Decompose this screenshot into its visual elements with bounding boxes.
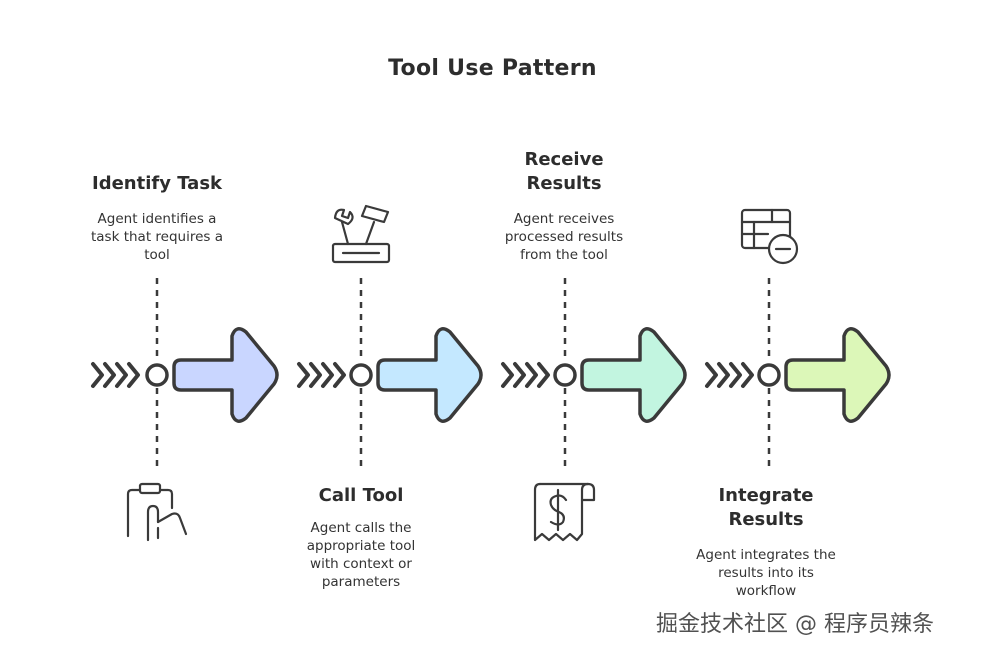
step-1-chevrons: [91, 362, 140, 388]
step-1-node: [145, 363, 169, 387]
watermark-text: 掘金技术社区 @ 程序员辣条: [656, 612, 934, 637]
step-1-heading: Identify Task: [92, 173, 222, 194]
step-2-node: [349, 363, 373, 387]
step-3-arrow: [580, 327, 687, 423]
table-minus-icon: [740, 208, 799, 265]
step-4-description: Agent integrates the results into its wo…: [696, 547, 836, 599]
step-2-chevrons: [297, 362, 346, 388]
step-1-description: Agent identifies a task that requires a …: [90, 211, 223, 263]
step-4-heading: Integrate Results: [718, 485, 814, 530]
step-2-heading: Call Tool: [318, 485, 404, 506]
step-3-heading: Receive Results: [524, 149, 604, 194]
step-2-arrow: [376, 327, 483, 423]
receipt-dollar-icon: [533, 482, 596, 542]
step-3-node: [553, 363, 577, 387]
step-4-node: [757, 363, 781, 387]
step-4-chevrons: [705, 362, 754, 388]
step-3-description: Agent receives processed results from th…: [504, 211, 624, 263]
toolbox-icon: [331, 204, 391, 264]
clipboard-hand-icon: [126, 482, 188, 542]
step-3-chevrons: [501, 362, 550, 388]
step-2-description: Agent calls the appropriate tool with co…: [306, 520, 416, 590]
step-1-arrow: [172, 327, 279, 423]
step-4-arrow: [784, 327, 891, 423]
diagram-title: Tool Use Pattern: [388, 56, 597, 81]
